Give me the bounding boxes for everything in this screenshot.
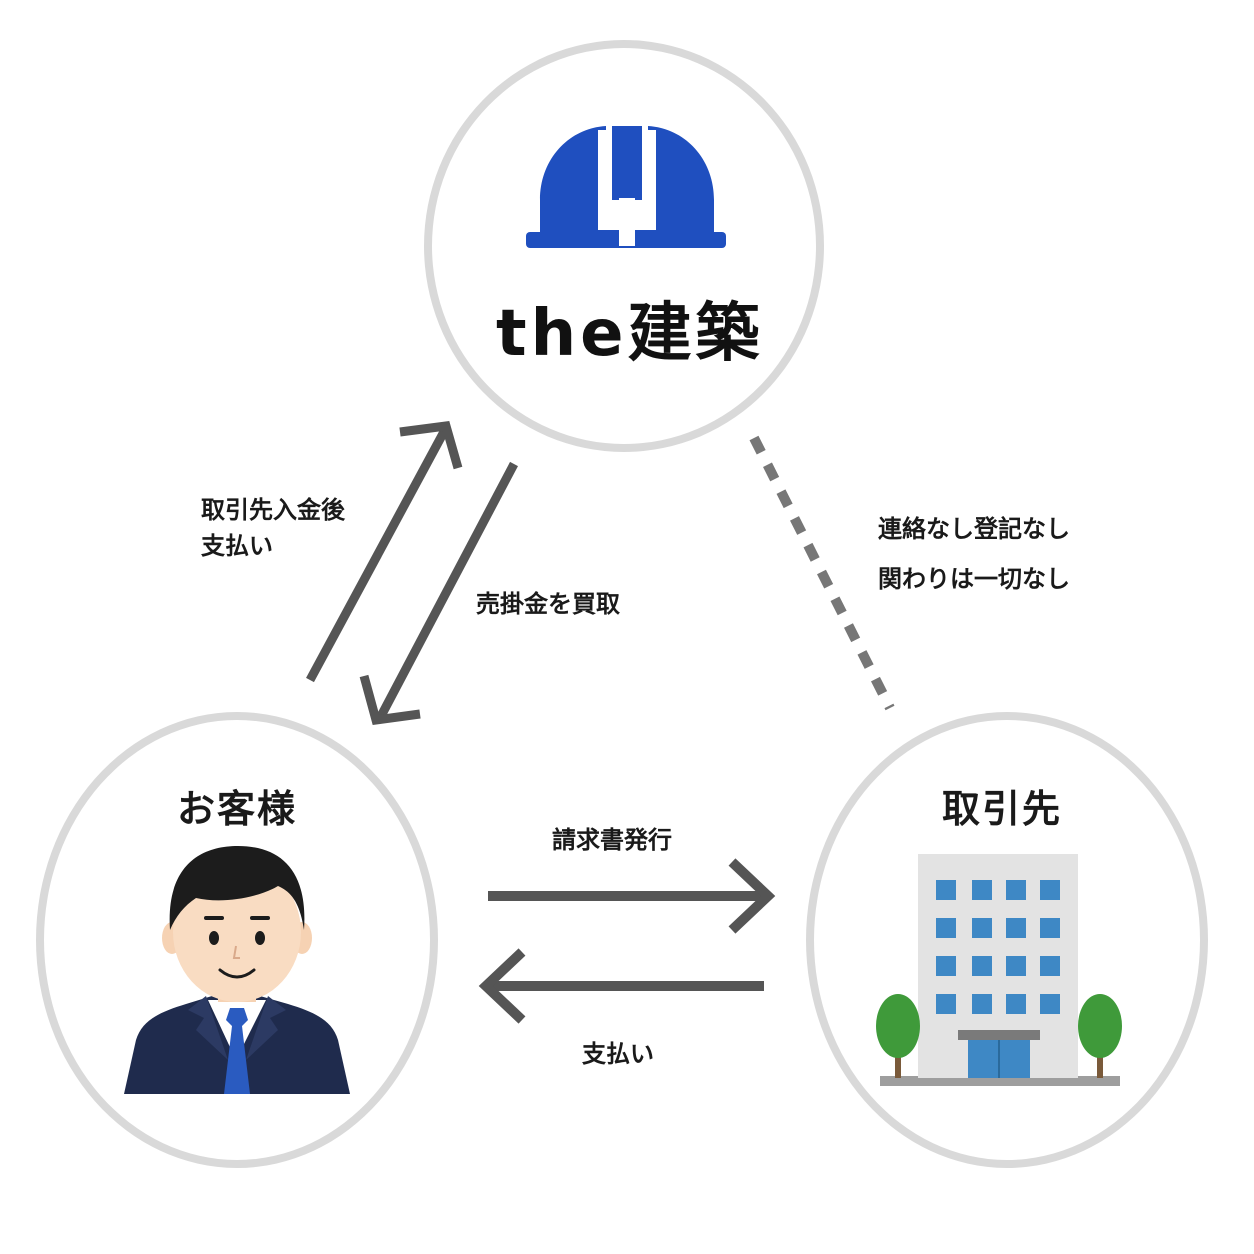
- payback-label-line1: 取引先入金後: [201, 496, 345, 524]
- no-relation-label: 連絡なし登記なし 関わりは一切なし: [878, 504, 1070, 604]
- payback-label: 取引先入金後 支払い: [201, 492, 345, 564]
- arrow-company-to-customer: [359, 461, 518, 725]
- company-node: [424, 40, 824, 452]
- no-relation-line1: 連絡なし登記なし: [878, 515, 1070, 543]
- businessman-avatar: [124, 846, 350, 1094]
- payment-label: 支払い: [582, 1040, 654, 1068]
- office-building-icon: [876, 854, 1122, 1086]
- customer-title: お客様: [176, 787, 297, 831]
- vendor-title: 取引先: [941, 787, 1062, 831]
- company-name: the建築: [496, 297, 764, 371]
- arrow-invoice: [488, 858, 776, 934]
- hard-hat-icon: [526, 126, 726, 248]
- arrow-customer-to-company: [306, 421, 463, 683]
- dotted-no-relation-line: [749, 435, 895, 711]
- no-relation-line2: 関わりは一切なし: [878, 565, 1070, 593]
- payback-label-line2: 支払い: [201, 532, 273, 560]
- invoice-label: 請求書発行: [552, 826, 672, 854]
- arrow-payment: [478, 948, 764, 1024]
- buy-receivables-label: 売掛金を買取: [476, 590, 620, 618]
